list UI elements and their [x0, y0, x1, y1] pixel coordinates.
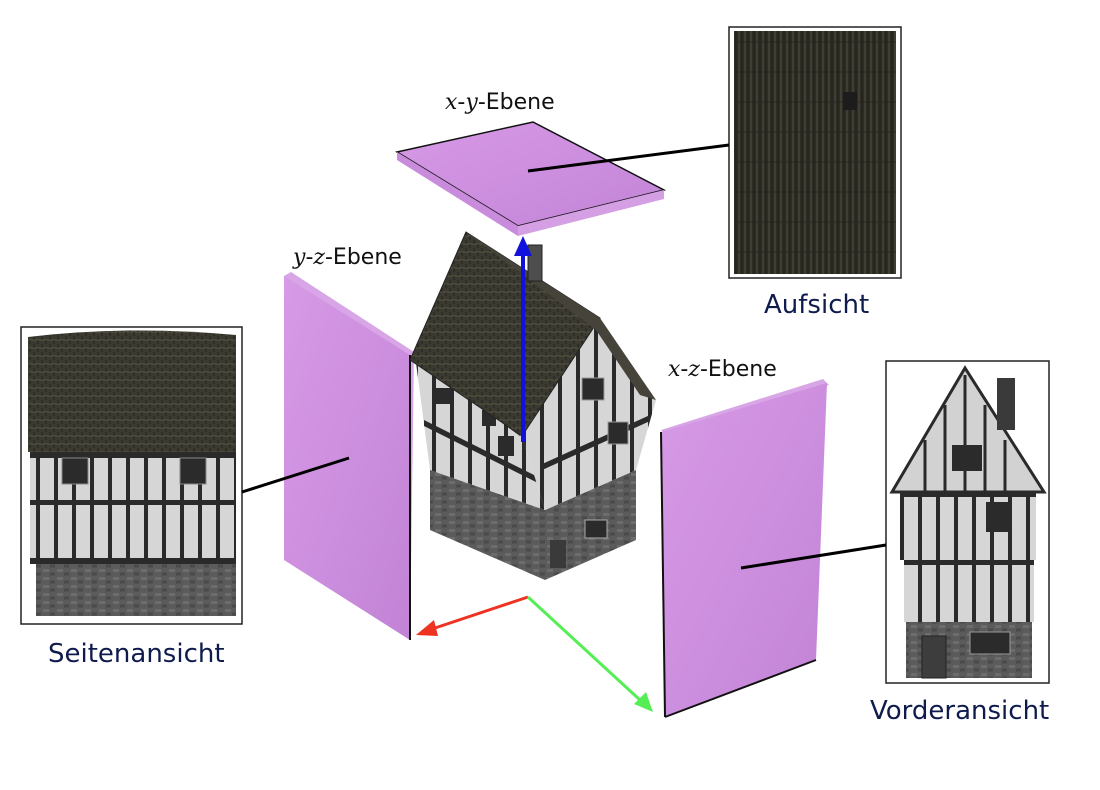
xz-plane	[660, 379, 829, 718]
top-view-image	[728, 26, 902, 279]
y-axis-arrowhead	[634, 692, 653, 712]
side-view-label: Seitenansicht	[48, 639, 225, 669]
house-model	[409, 231, 656, 580]
connector-front-view	[740, 543, 887, 570]
connector-side-view	[241, 456, 350, 494]
x-axis	[431, 595, 529, 631]
xz-plane-label: x-z-Ebene	[668, 357, 777, 382]
x-axis-arrowhead	[416, 620, 438, 636]
coordinate-axes	[416, 236, 653, 712]
yz-plane	[284, 272, 414, 640]
yz-plane-label: y-z-Ebene	[292, 245, 402, 270]
z-axis-arrowhead	[514, 236, 532, 256]
front-view-label: Vorderansicht	[870, 696, 1049, 726]
xy-plane-label: x-y-Ebene	[445, 90, 555, 115]
connector-lines	[241, 143, 887, 570]
xy-plane	[395, 121, 667, 236]
side-view-image	[20, 326, 243, 625]
top-view-label: Aufsicht	[764, 290, 869, 320]
front-view-image	[885, 360, 1050, 684]
connector-top-view	[527, 143, 730, 173]
y-axis	[526, 595, 642, 702]
